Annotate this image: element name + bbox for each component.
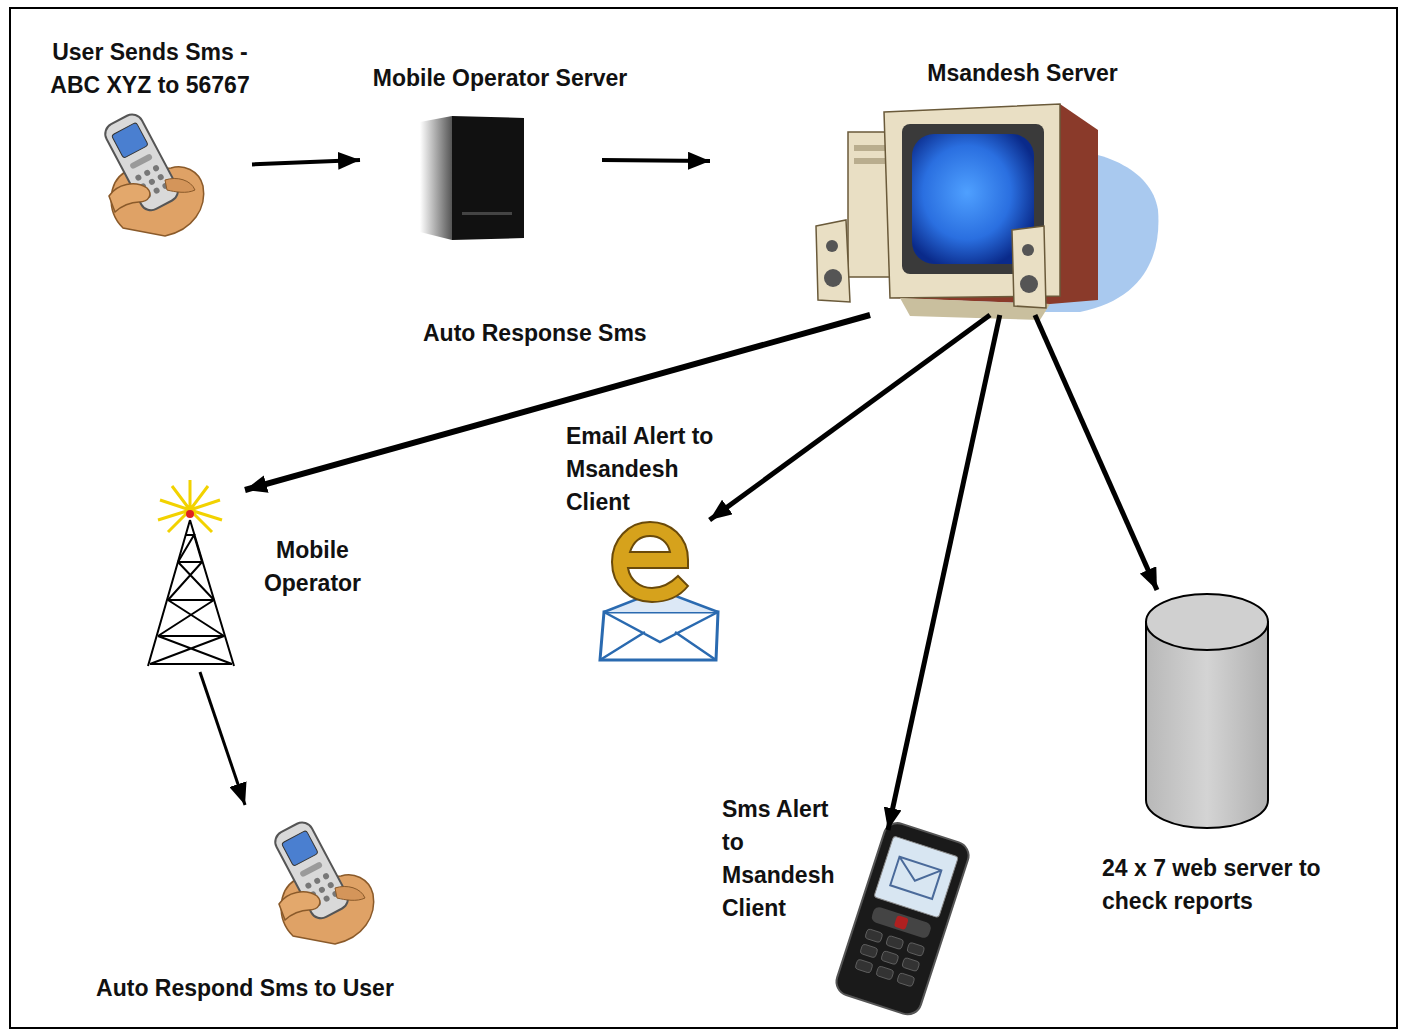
icon-node: User Sends Sms - ABC XYZ to 56767 <box>90 105 252 240</box>
arrow-connector <box>245 315 870 490</box>
caption: 24 x 7 web server to check reports <box>1102 852 1377 918</box>
arrow-connector <box>200 672 245 805</box>
caption: Msandesh Server <box>880 57 1165 90</box>
arrow-connector <box>252 160 360 164</box>
caption: Auto Respond Sms to User <box>60 972 430 1005</box>
icon-node: Mobile Operator Server <box>360 110 602 245</box>
caption: Mobile Operator <box>250 534 375 600</box>
node-caption: User Sends Sms - ABC XYZ to 56767 <box>30 36 270 102</box>
caption: User Sends Sms - ABC XYZ to 56767 <box>30 36 270 102</box>
icon-node: Msandesh Server <box>710 95 1170 315</box>
caption: Email Alert to Msandesh Client <box>566 420 726 519</box>
edge-label: Auto Response Sms <box>421 318 649 348</box>
node-caption: 24 x 7 web server to check reports <box>1102 852 1377 918</box>
node-caption: Sms Alert to Msandesh Client <box>722 793 852 925</box>
arrow-connector <box>1035 315 1157 590</box>
node-caption: Msandesh Server <box>880 57 1165 90</box>
arrow-connector <box>710 315 990 520</box>
icon-node: Mobile Operator <box>140 472 245 672</box>
icon-node: 24 x 7 web server to check reports <box>1144 590 1270 832</box>
arrow-connector <box>602 160 710 161</box>
caption: Mobile Operator Server <box>340 62 660 95</box>
icon-node: Email Alert to Msandesh Client <box>598 520 722 662</box>
node-caption: Mobile Operator <box>250 534 375 600</box>
node-caption: Email Alert to Msandesh Client <box>566 420 726 519</box>
icon-node: Auto Respond Sms to User <box>240 805 380 945</box>
arrow-connector <box>888 315 1000 830</box>
caption: Sms Alert to Msandesh Client <box>722 793 852 925</box>
node-caption: Auto Respond Sms to User <box>60 972 430 1005</box>
node-caption: Mobile Operator Server <box>340 62 660 95</box>
icon-node: Sms Alert to Msandesh Client <box>800 830 990 1018</box>
